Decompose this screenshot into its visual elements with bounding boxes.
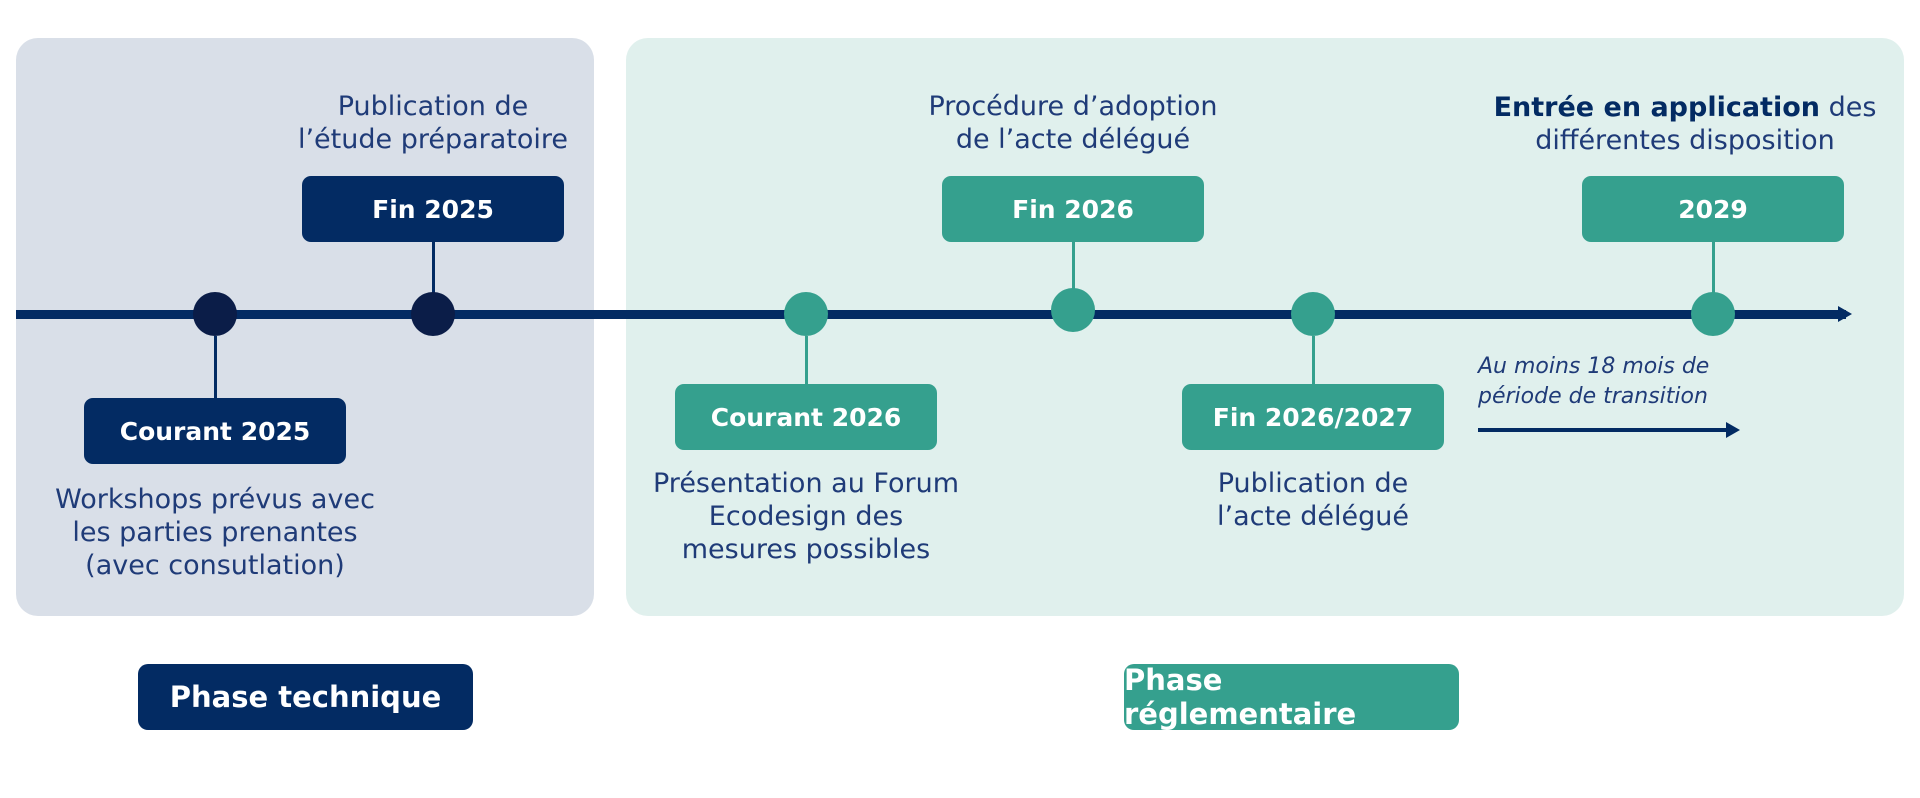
milestone-date-box: Courant 2025 [84, 398, 346, 464]
description-line: Présentation au Forum [653, 468, 959, 499]
description-line: les parties prenantes [72, 517, 358, 548]
description-line: Entrée en application des [1470, 91, 1900, 124]
description-line: Workshops prévus avec [55, 484, 375, 515]
transition-arrowhead [1726, 422, 1740, 438]
milestone-stem [1072, 242, 1075, 292]
transition-line: période de transition [1478, 384, 1708, 409]
milestone-date-box: Fin 2026/2027 [1182, 384, 1444, 450]
description-text: des [1819, 92, 1877, 123]
milestone-date-box: Fin 2026 [942, 176, 1204, 242]
description-line: Publication de [1217, 468, 1409, 499]
milestone-dot [1291, 292, 1335, 336]
description-line: Ecodesign des [708, 501, 904, 532]
milestone-description: Publication de l’étude préparatoire [283, 90, 583, 156]
description-line: l’étude préparatoire [297, 124, 569, 155]
transition-arrow-line [1478, 428, 1728, 432]
milestone-description: Présentation au Forum Ecodesign des mesu… [626, 467, 986, 566]
milestone-date-box: 2029 [1582, 176, 1844, 242]
milestone-stem [214, 336, 217, 400]
milestone-dot [784, 292, 828, 336]
timeline-axis [16, 310, 1846, 319]
technical-phase-panel [16, 38, 594, 616]
milestone-stem [1712, 242, 1715, 294]
milestone-stem [432, 242, 435, 294]
description-line: Procédure d’adoption [928, 91, 1218, 122]
timeline-arrowhead [1838, 306, 1852, 322]
milestone-description: Publication de l’acte délégué [1163, 467, 1463, 533]
description-line: différentes disposition [1535, 125, 1835, 156]
milestone-description: Workshops prévus avec les parties prenan… [30, 483, 400, 582]
transition-line: Au moins 18 mois de [1478, 354, 1710, 379]
phase-label-regulatory: Phase réglementaire [1124, 663, 1459, 731]
milestone-dot [1691, 292, 1735, 336]
description-line: Publication de [337, 91, 529, 122]
milestone-dot [411, 292, 455, 336]
milestone-date-box: Fin 2025 [302, 176, 564, 242]
milestone-dot [193, 292, 237, 336]
milestone-dot [1051, 288, 1095, 332]
milestone-date-box: Courant 2026 [675, 384, 937, 450]
description-line: mesures possibles [681, 534, 931, 565]
description-line: l’acte délégué [1217, 501, 1409, 532]
transition-note: Au moins 18 mois de période de transitio… [1478, 352, 1778, 412]
milestone-stem [1312, 336, 1315, 384]
description-line: (avec consutlation) [85, 550, 345, 581]
milestone-description: Procédure d’adoption de l’acte délégué [900, 90, 1246, 156]
milestone-stem [805, 336, 808, 384]
description-line: de l’acte délégué [955, 124, 1191, 155]
description-emphasis: Entrée en application [1493, 92, 1820, 123]
phase-label-technical: Phase technique [138, 664, 473, 730]
milestone-description: Entrée en application des différentes di… [1470, 91, 1900, 157]
regulatory-phase-panel [626, 38, 1904, 616]
